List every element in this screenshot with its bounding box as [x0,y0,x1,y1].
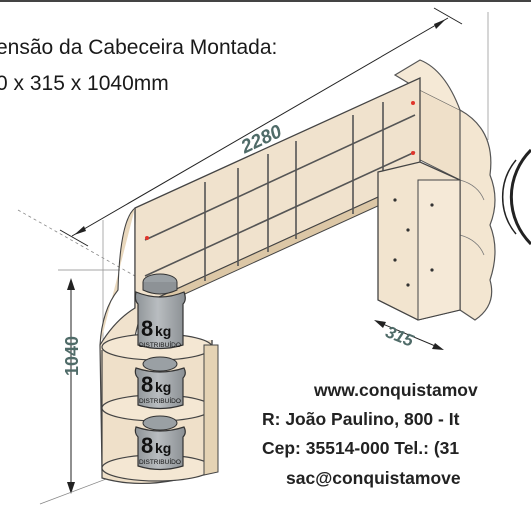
contact-postal-phone: Cep: 35514-000 Tel.: (31 [262,438,460,458]
diagram-title: ensão da Cabeceira Montada: [0,36,278,59]
front-side-panel [377,161,461,321]
weight-unit: kg [155,440,171,456]
depth-label: 315 [383,322,417,350]
contact-address: R: João Paulino, 800 - It [262,409,460,429]
contact-website: www.conquistamov [314,380,478,400]
weight-value: 8 [141,316,153,341]
weight-value: 8 [141,372,153,397]
weight-note: DISTRIBUÍDO [139,396,181,405]
weight-middle [134,356,186,410]
weight-top [134,273,186,350]
contact-email: sac@conquistamove [286,468,461,488]
logo-circle-inner [501,159,517,235]
dimensions-text: 0 x 315 x 1040mm [0,72,169,95]
screw-dot [411,151,415,155]
weight-note: DISTRIBUÍDO [139,457,181,466]
weight-unit: kg [155,379,171,395]
weight-bottom [134,415,186,471]
dimension-2280 [17,7,463,277]
dimension-315 [374,320,444,350]
weight-value: 8 [141,433,153,458]
right-side-panel [393,59,496,321]
weight-unit: kg [155,323,171,339]
logo-circle-partial [509,148,531,246]
screw-dot [411,101,415,105]
screw-dot [145,236,149,240]
weight-note: DISTRIBUÍDO [139,340,181,349]
height-label: 1040 [62,336,82,376]
